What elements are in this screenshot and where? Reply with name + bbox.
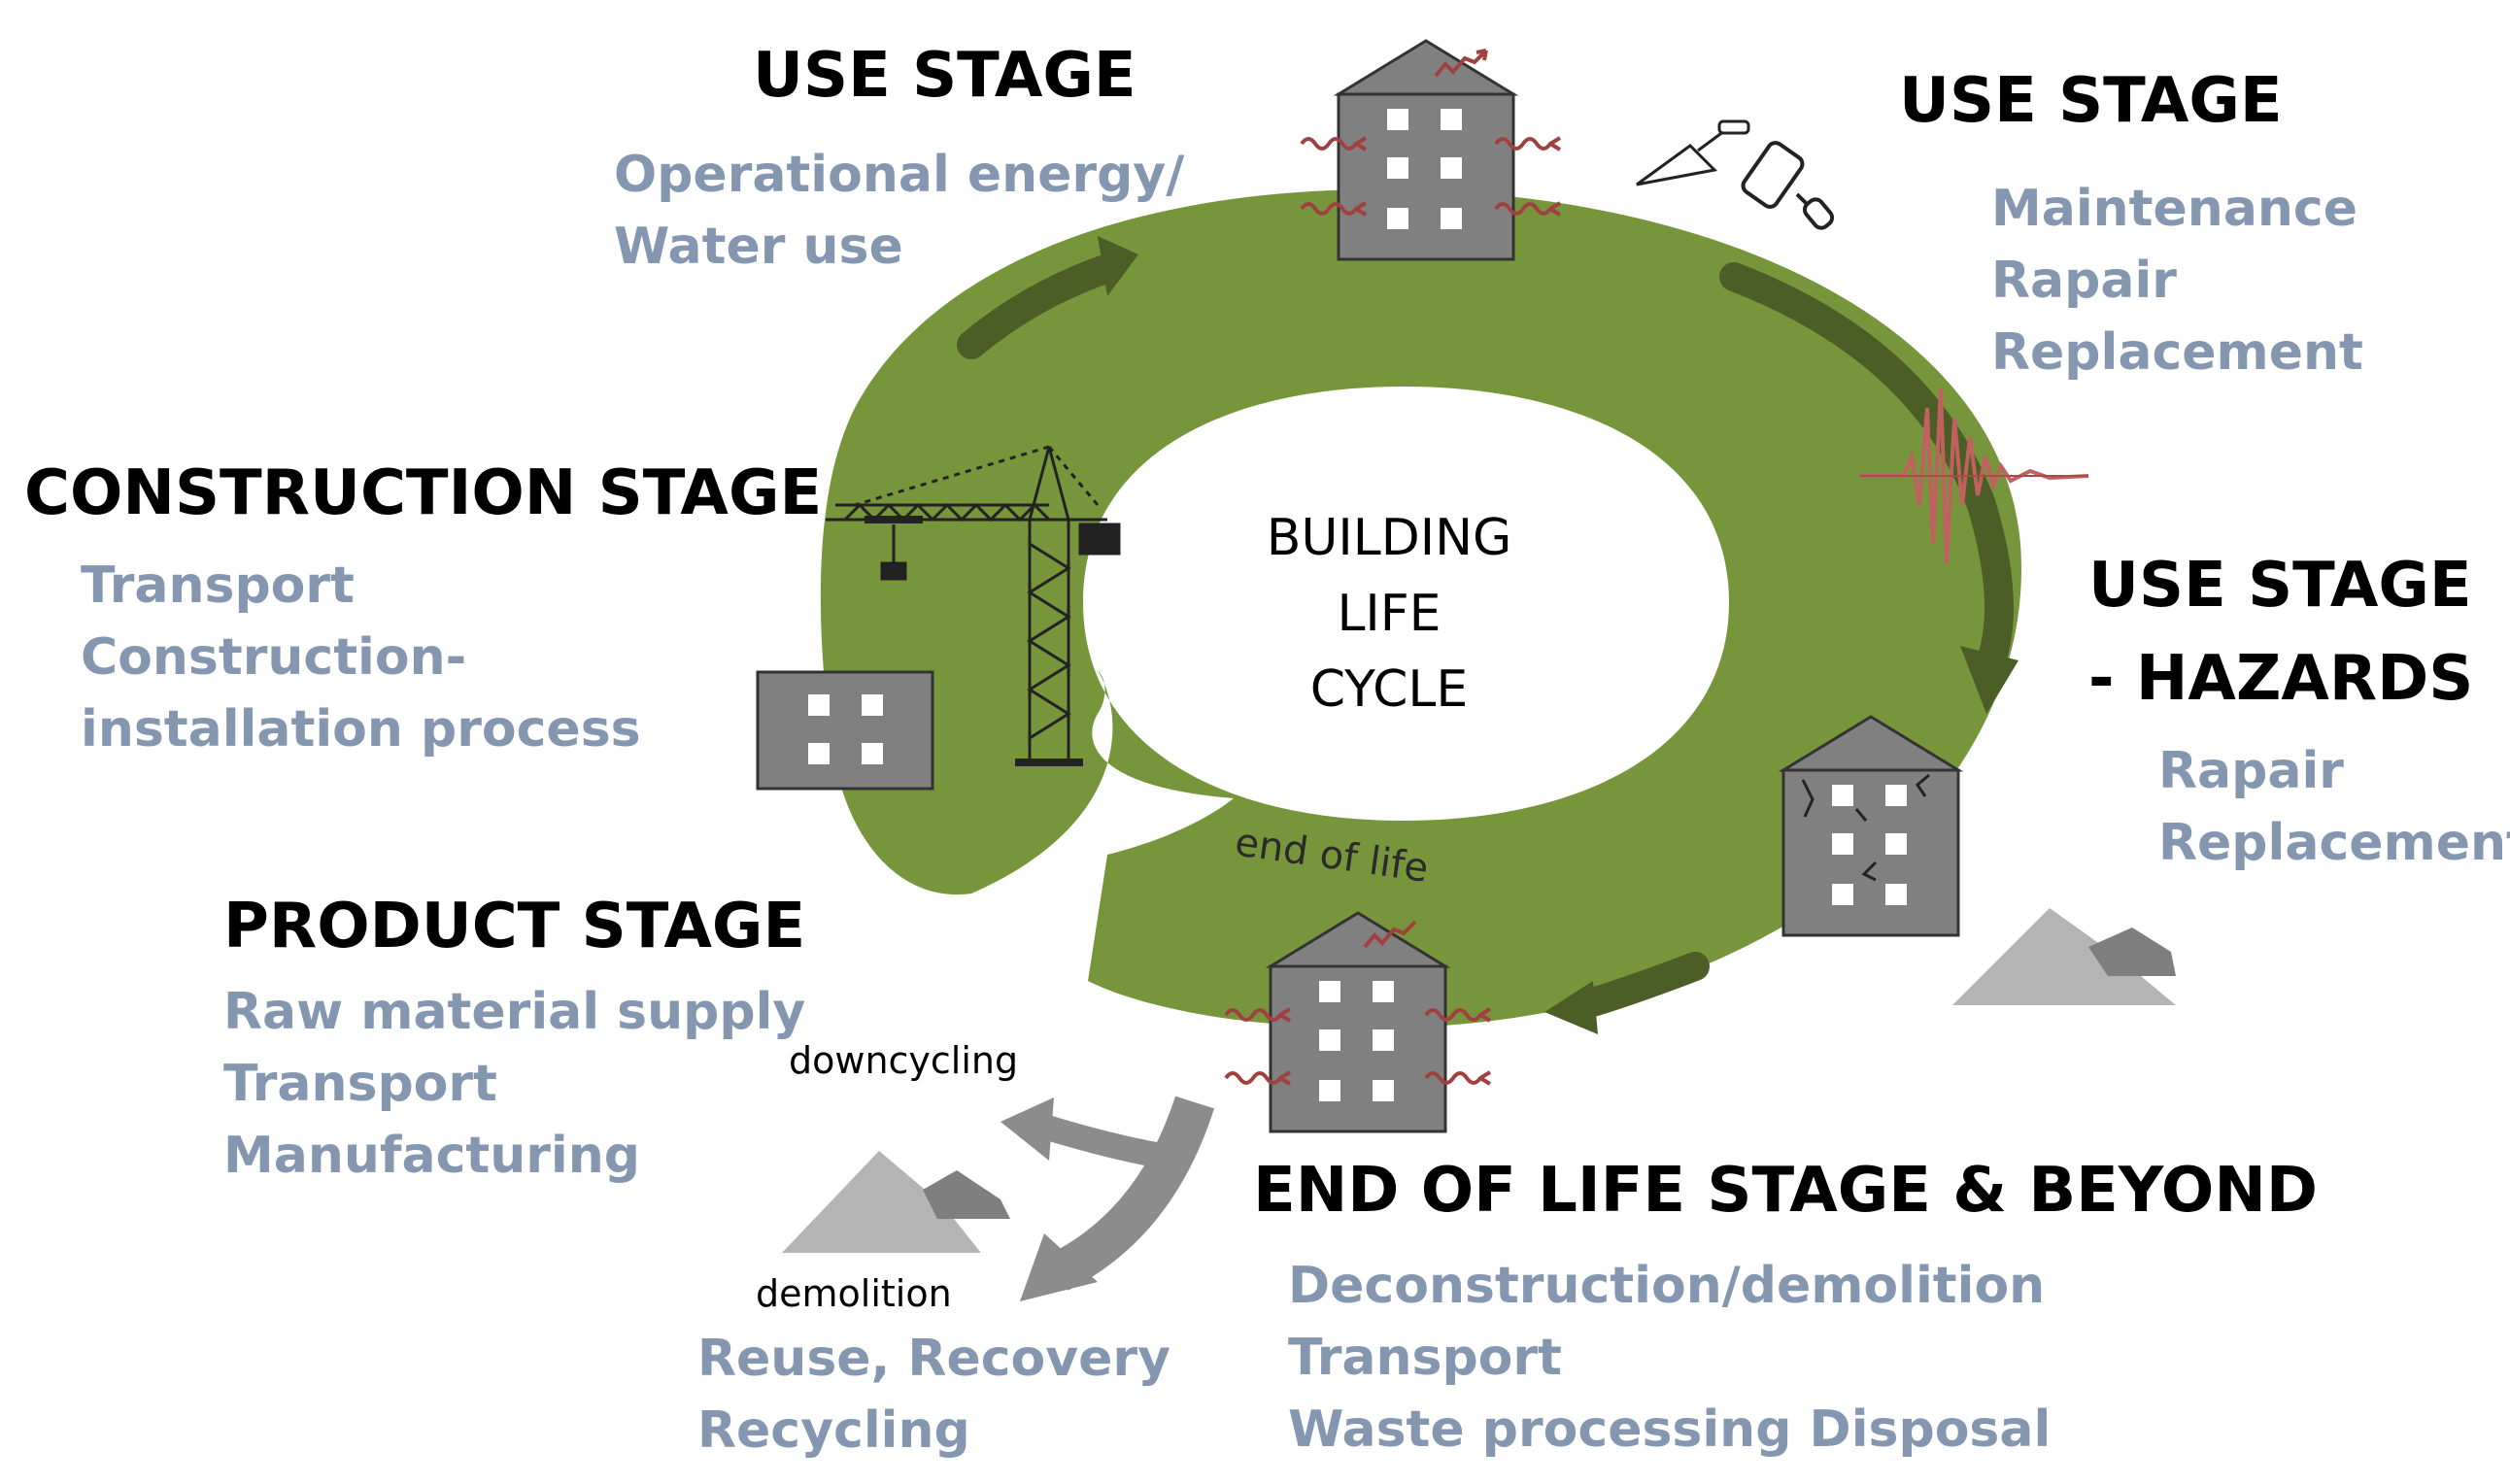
- stage-item: Rapair: [2158, 742, 2344, 800]
- stage-item: Recycling: [697, 1401, 970, 1460]
- use-stage-energy-items: Operational energy/ Water use: [614, 139, 1184, 283]
- use-stage-maintenance-title: USE STAGE: [1899, 65, 2283, 137]
- use-stage-maintenance-items: Maintenance Rapair Replacement: [1991, 173, 2363, 388]
- crane-icon: [826, 445, 1121, 766]
- hazards-title-line-1: USE STAGE: [2088, 550, 2472, 622]
- stage-item: Operational energy/: [614, 146, 1185, 204]
- center-line-3: CYCLE: [1309, 660, 1469, 719]
- rubble-pile-icon-right: [1952, 908, 2176, 1005]
- stage-item: Replacement: [2158, 814, 2510, 872]
- heat-loss-icon-top: [1300, 49, 1562, 217]
- building-icon-hazard: [1781, 715, 1960, 937]
- hazards-title-line-2: - HAZARDS: [2088, 643, 2474, 715]
- heat-loss-icon-end-of-life: [1224, 920, 1492, 1086]
- stage-item: installation process: [81, 700, 641, 759]
- stage-item: Transport: [223, 1055, 497, 1113]
- stage-item: Rapair: [1991, 252, 2177, 310]
- seismic-wave-icon: [1860, 388, 2089, 564]
- ring-shape: [820, 189, 2022, 1029]
- stage-item: Maintenance: [1991, 180, 2358, 238]
- stage-item: Construction-: [81, 628, 467, 687]
- stage-item: Replacement: [1991, 323, 2363, 382]
- stage-item: Raw material supply: [223, 983, 806, 1041]
- use-stage-energy-title: USE STAGE: [753, 40, 1136, 112]
- end-of-life-stage-title: END OF LIFE STAGE & BEYOND: [1253, 1155, 2318, 1227]
- product-stage-title: PRODUCT STAGE: [223, 891, 806, 962]
- beyond-items: Reuse, Recovery Recycling: [697, 1323, 1170, 1467]
- ring-arrow-head-top-left: [1098, 236, 1138, 296]
- product-stage-items: Raw material supply Transport Manufactur…: [223, 976, 805, 1192]
- stage-item: Deconstruction/demolition: [1288, 1257, 2046, 1315]
- stage-item: Transport: [1288, 1329, 1562, 1387]
- center-line-2: LIFE: [1337, 585, 1442, 643]
- downcycling-arrow: [1040, 1114, 1164, 1168]
- stage-item: Transport: [81, 556, 355, 615]
- demolition-arrow: [1049, 1096, 1214, 1291]
- ring-arrow-top-left: [957, 255, 1117, 359]
- building-icon-construction: [756, 670, 934, 791]
- construction-stage-title: CONSTRUCTION STAGE: [24, 457, 823, 529]
- center-line-1: BUILDING: [1266, 509, 1512, 567]
- downcycling-arrow-head: [1001, 1097, 1054, 1161]
- construction-stage-items: Transport Construction- installation pro…: [81, 550, 641, 765]
- demolition-label: demolition: [756, 1272, 952, 1315]
- trowel-icon: [1636, 119, 1750, 186]
- ring-arrow-head-bottom: [1544, 981, 1598, 1034]
- use-stage-hazards-items: Rapair Replacement: [2158, 735, 2510, 879]
- downcycling-label: downcycling: [789, 1039, 1019, 1082]
- stage-item: Reuse, Recovery: [697, 1330, 1170, 1388]
- paint-roller-icon: [1741, 141, 1835, 230]
- stage-item: Waste processing Disposal: [1288, 1400, 2052, 1459]
- use-stage-hazards-title: USE STAGE - HAZARDS: [2088, 539, 2473, 725]
- stage-item: Water use: [614, 218, 903, 276]
- ring-arrow-head-right: [1960, 646, 2018, 714]
- center-title: BUILDING LIFE CYCLE: [1195, 500, 1583, 727]
- demolition-arrow-head: [1020, 1233, 1098, 1301]
- rubble-pile-icon-left: [782, 1151, 1010, 1253]
- stage-item: Manufacturing: [223, 1127, 640, 1185]
- end-of-life-stage-items: Deconstruction/demolition Transport Wast…: [1288, 1250, 2051, 1466]
